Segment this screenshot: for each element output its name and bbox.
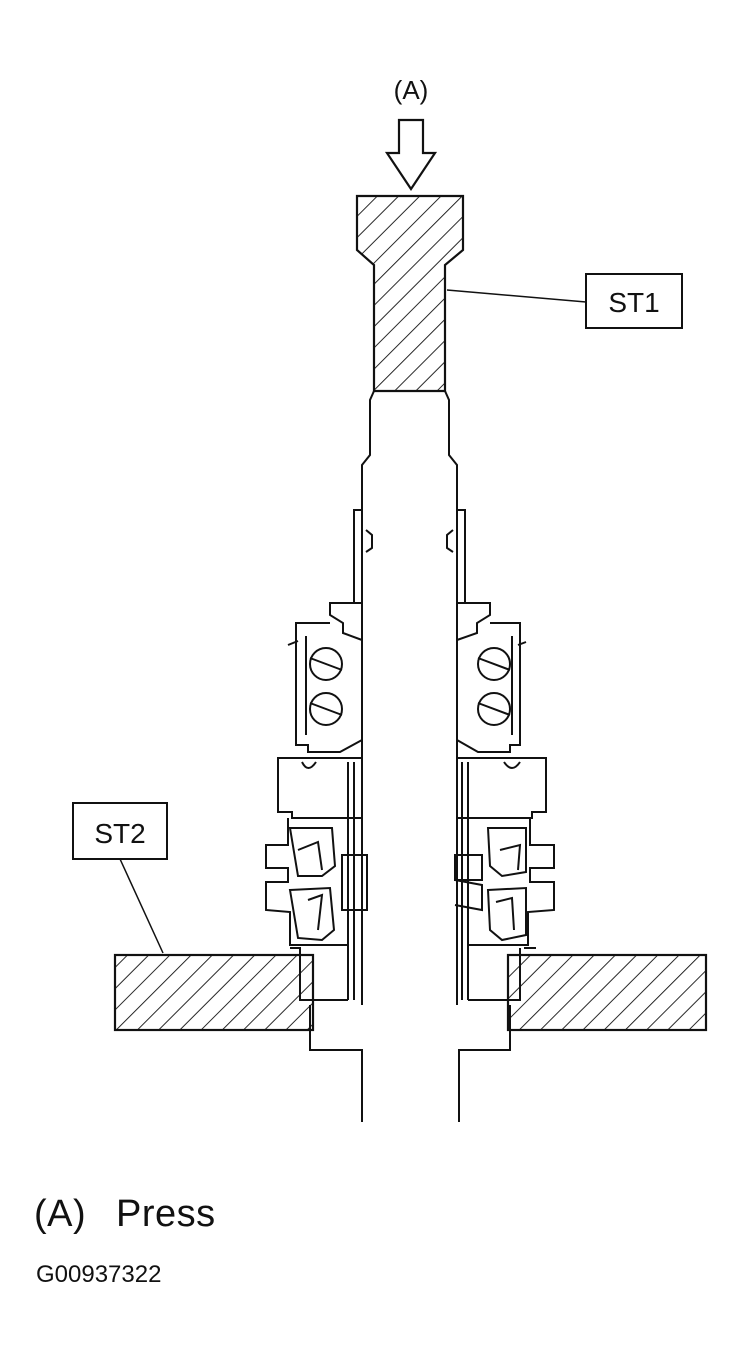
legend: (A) Press xyxy=(34,1193,216,1236)
upper-collar xyxy=(353,509,466,604)
spacer-ring xyxy=(277,757,547,1000)
st1-press-tool xyxy=(355,194,465,393)
st2-base-plate-right xyxy=(506,953,708,1032)
st1-label: ST1 xyxy=(608,287,659,318)
legend-text: Press xyxy=(116,1193,216,1235)
legend-key: (A) xyxy=(34,1193,87,1235)
figure-code: G00937322 xyxy=(36,1261,162,1288)
st2-label: ST2 xyxy=(94,818,145,849)
st1-label-box xyxy=(585,273,683,329)
press-arrow-icon xyxy=(384,118,438,191)
st2-leader-line xyxy=(119,858,164,954)
st2-base-plate-left xyxy=(113,953,315,1032)
shaft xyxy=(309,390,511,1122)
press-marker-label: (A) xyxy=(394,75,429,105)
roller-bearing-right xyxy=(454,818,555,1001)
ball-bearing-right xyxy=(456,602,527,753)
ball-bearing-left xyxy=(287,602,363,753)
st1-leader-line xyxy=(446,289,587,303)
